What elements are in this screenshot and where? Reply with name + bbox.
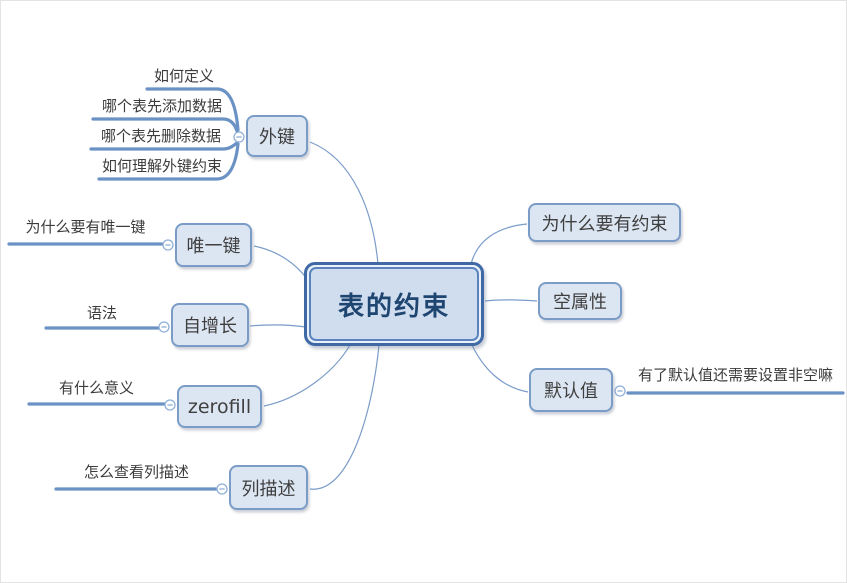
connector-center-to-column-desc	[309, 344, 380, 490]
connector-center-to-foreign-key	[309, 141, 379, 265]
subtopic-why-unique-key[interactable]: 为什么要有唯一键	[25, 218, 146, 236]
topic-null-attr[interactable]: 空属性	[538, 282, 622, 320]
connector-center-to-zerofill	[263, 344, 351, 407]
topic-label: zerofill	[187, 395, 252, 418]
root-topic-label: 表的约束	[337, 291, 450, 322]
connector-center-to-null-attr	[484, 299, 538, 302]
subtopic-zerofill-meaning[interactable]: 有什么意义	[58, 379, 134, 397]
subtopic-how-view-column-desc[interactable]: 怎么查看列描述	[83, 463, 189, 481]
subtopic-how-to-define[interactable]: 如何定义	[153, 67, 214, 85]
connector-center-to-auto-increment	[249, 324, 307, 328]
topic-zerofill[interactable]: zerofill	[177, 385, 262, 428]
topic-default-value[interactable]: 默认值	[529, 368, 613, 412]
collapse-toggle-unique-key[interactable]	[162, 239, 174, 251]
connector-center-to-default-value	[471, 344, 529, 393]
collapse-toggle-foreign-key[interactable]	[233, 131, 245, 143]
subtopic-which-table-add-first[interactable]: 哪个表先添加数据	[101, 97, 222, 115]
subtopic-understand-fk-constraint[interactable]: 如何理解外键约束	[101, 157, 222, 175]
collapse-toggle-column-desc[interactable]	[216, 483, 228, 495]
topic-column-desc[interactable]: 列描述	[229, 465, 308, 510]
topic-auto-increment[interactable]: 自增长	[171, 303, 249, 347]
collapse-toggle-default-value[interactable]	[614, 385, 626, 397]
subtopic-which-table-delete-first[interactable]: 哪个表先删除数据	[100, 127, 221, 145]
topic-label: 唯一键	[186, 236, 241, 257]
child-line-how-to-define	[145, 87, 240, 132]
topic-label: 为什么要有约束	[541, 213, 668, 235]
connector-center-to-unique-key	[253, 245, 308, 280]
collapse-toggle-auto-increment[interactable]	[158, 321, 170, 333]
topic-label: 列描述	[241, 478, 296, 500]
subtopic-default-vs-notnull[interactable]: 有了默认值还需要设置非空嘛	[637, 366, 833, 384]
topic-label: 空属性	[553, 292, 607, 313]
topic-label: 自增长	[183, 316, 237, 337]
root-topic[interactable]: 表的约束	[304, 262, 484, 346]
root-topic-inner: 表的约束	[309, 267, 479, 341]
child-line-which-table-add-first	[91, 117, 239, 133]
topic-label: 默认值	[544, 381, 598, 402]
subtopic-syntax[interactable]: 语法	[86, 304, 117, 322]
child-line-which-table-delete-first	[89, 141, 239, 151]
topic-why-constraint[interactable]: 为什么要有约束	[528, 203, 681, 242]
topic-foreign-key[interactable]: 外键	[246, 115, 308, 157]
collapse-toggle-zerofill[interactable]	[164, 399, 176, 411]
topic-label: 外键	[259, 127, 295, 148]
topic-unique-key[interactable]: 唯一键	[175, 223, 252, 267]
connector-center-to-why-constraint	[470, 223, 528, 265]
child-line-understand-fk-constraint	[97, 142, 240, 181]
